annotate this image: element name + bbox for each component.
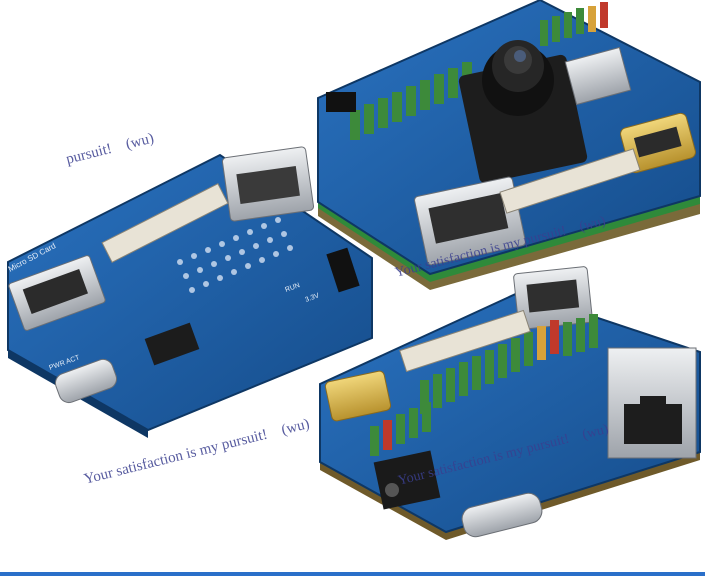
pin-label-3v3: 3.3V [304, 292, 320, 304]
ethernet-board [319, 266, 701, 540]
sd-adapter-board: Micro SD Card RUN 3.3V PWR ACT [7, 146, 373, 438]
camera-board [317, 0, 701, 290]
bottom-accent-bar [0, 572, 705, 576]
pin-label-run: RUN [284, 282, 301, 294]
